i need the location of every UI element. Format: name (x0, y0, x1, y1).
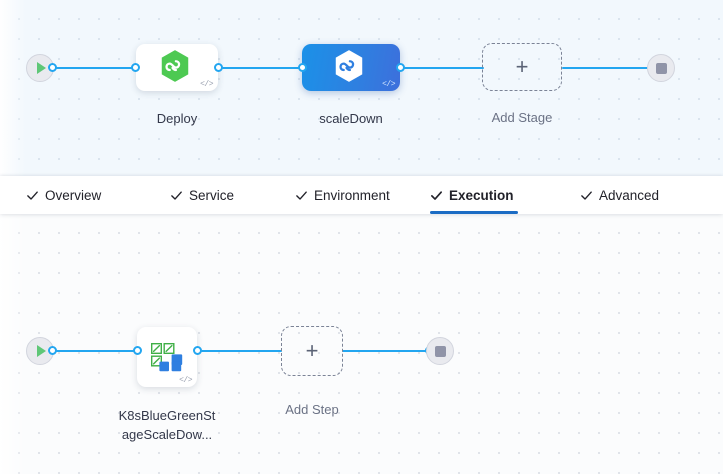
step-end-node[interactable] (426, 337, 454, 365)
scaledown-out-connector-dot[interactable] (396, 63, 405, 72)
code-badge-icon: </> (179, 376, 192, 385)
code-badge-icon: </> (200, 80, 213, 89)
wire-scaledown-to-addstage (396, 67, 484, 69)
step-out-connector-dot[interactable] (193, 346, 202, 355)
step-start-connector-dot[interactable] (48, 346, 57, 355)
stage-node-deploy[interactable]: </> (136, 44, 218, 91)
tab-execution-label: Execution (449, 187, 514, 203)
harness-hexagon-icon (334, 49, 368, 87)
tab-overview-label: Overview (45, 187, 102, 203)
step-node-k8s-scaledown[interactable]: </> (137, 327, 197, 387)
tab-advanced[interactable]: Advanced (580, 176, 659, 214)
k8s-scale-icon (150, 342, 184, 372)
add-stage-label: Add Stage (491, 110, 553, 125)
wire-addstep-to-end (342, 350, 430, 352)
stage-config-tabs[interactable]: Overview Service Environment (0, 176, 723, 214)
wire-step-to-addstep (198, 350, 282, 352)
harness-hexagon-icon (160, 49, 194, 87)
stage-end-node[interactable] (647, 54, 675, 82)
tab-environment[interactable]: Environment (295, 176, 390, 214)
check-icon (580, 189, 592, 201)
wire-start-to-deploy (50, 67, 146, 69)
plus-icon: + (515, 54, 529, 79)
play-icon (37, 62, 46, 74)
tab-execution[interactable]: Execution (430, 176, 518, 214)
wire-addstage-to-end (562, 67, 656, 69)
add-stage-button[interactable]: + (482, 43, 562, 91)
tab-overview[interactable]: Overview (26, 176, 101, 214)
stop-icon (655, 62, 667, 74)
check-icon (430, 189, 442, 201)
tab-environment-label: Environment (314, 187, 390, 203)
stage-node-deploy-label: Deploy (156, 111, 198, 126)
step-in-connector-dot[interactable] (133, 346, 142, 355)
deploy-in-connector-dot[interactable] (131, 63, 140, 72)
check-icon (26, 189, 38, 201)
stage-start-connector-dot[interactable] (48, 63, 57, 72)
check-icon (170, 189, 182, 201)
stage-node-scaledown-label: scaleDown (319, 111, 383, 126)
tab-service[interactable]: Service (170, 176, 234, 214)
stop-icon (434, 345, 446, 357)
add-step-button[interactable]: + (281, 326, 343, 376)
stage-graph-canvas[interactable]: </> Deploy </> scaleDown + A (0, 0, 723, 176)
play-icon (37, 345, 46, 357)
add-step-label: Add Step (285, 402, 339, 417)
step-node-k8s-scaledown-label-line1: K8sBlueGreenSt (118, 408, 216, 423)
plus-icon: + (305, 338, 319, 363)
step-node-k8s-scaledown-label-line2: ageScaleDow... (121, 427, 213, 442)
canvas-grid-dots (0, 214, 723, 474)
tab-service-label: Service (189, 187, 235, 203)
stage-node-scaledown[interactable]: </> (302, 44, 400, 91)
code-badge-icon: </> (382, 80, 395, 89)
tab-advanced-label: Advanced (599, 187, 660, 203)
deploy-out-connector-dot[interactable] (214, 63, 223, 72)
wire-deploy-to-scaledown (222, 67, 310, 69)
tab-active-underline (430, 211, 518, 214)
check-icon (295, 189, 307, 201)
execution-steps-canvas[interactable]: </> K8sBlueGreenSt ageScaleDow... + Add … (0, 214, 723, 474)
scaledown-in-connector-dot[interactable] (298, 63, 307, 72)
wire-start-to-step (50, 350, 138, 352)
